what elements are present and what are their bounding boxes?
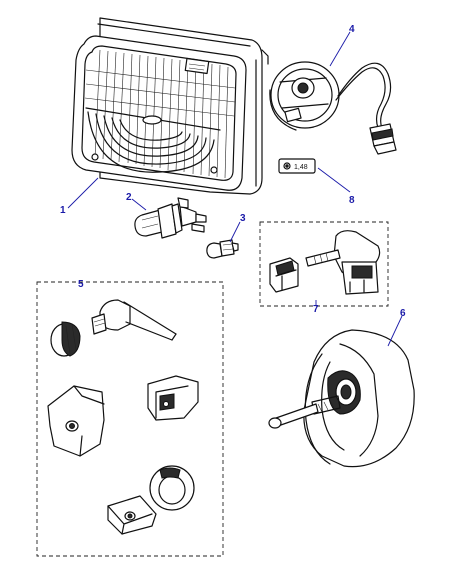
ratio-value: 1,48 [294, 164, 308, 171]
ratio-indicator: 1,48 [278, 158, 316, 174]
square-knob [47, 385, 105, 457]
halogen-bulb[interactable] [134, 197, 207, 239]
callout-leaders [67, 31, 403, 347]
callout-6: 6 [400, 308, 406, 319]
clip-bracket [147, 375, 199, 421]
levelling-motor[interactable] [268, 329, 415, 468]
callout-3: 3 [240, 213, 246, 224]
callout-4: 4 [349, 24, 355, 35]
bulb-holder-with-lead[interactable] [269, 61, 397, 155]
callout-7: 7 [313, 304, 319, 315]
knurled-knob [50, 321, 81, 357]
side-bulb[interactable] [206, 239, 239, 259]
callout-2: 2 [126, 192, 132, 203]
callout-8: 8 [349, 195, 355, 206]
adjuster-kit[interactable] [259, 221, 389, 307]
adjuster-components-kit[interactable] [36, 281, 224, 557]
flat-clip [107, 495, 157, 535]
headlamp-unit[interactable] [71, 17, 269, 195]
callout-1: 1 [60, 205, 66, 216]
adjuster-screw [91, 299, 177, 341]
adjuster-sleeve [149, 465, 195, 511]
callout-5: 5 [78, 279, 84, 290]
